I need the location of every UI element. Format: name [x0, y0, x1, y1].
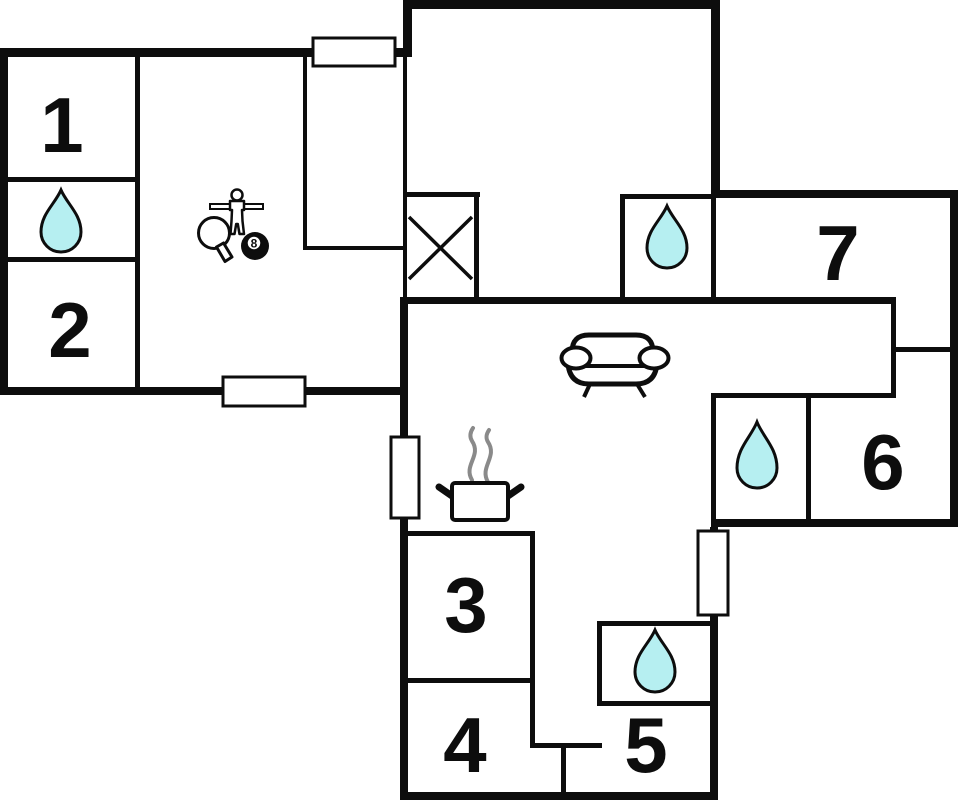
steam-icon	[483, 428, 493, 484]
room-1-label: 1	[40, 81, 83, 169]
alcove	[306, 57, 403, 247]
cooking-pot-icon	[435, 426, 525, 522]
cross-line	[407, 215, 474, 281]
wall-segment	[0, 48, 403, 57]
foosball-player-icon	[228, 199, 246, 236]
wall-segment	[561, 748, 566, 800]
foosball-player-head	[230, 188, 244, 202]
wall-segment	[711, 0, 720, 190]
wall-segment	[403, 0, 412, 57]
cross-box-icon	[407, 215, 474, 281]
steam-icon	[467, 426, 477, 482]
wall-segment	[711, 190, 958, 198]
eight-ball-circle	[246, 235, 262, 251]
sofa-back	[569, 332, 656, 369]
game-room	[141, 57, 403, 387]
wall-segment	[710, 527, 718, 800]
door-marker	[221, 375, 307, 408]
game-room-icons: 8	[197, 188, 269, 263]
wall-segment	[711, 397, 716, 523]
wall-segment	[400, 304, 408, 800]
wall-segment	[711, 393, 896, 398]
wall-segment	[403, 57, 407, 304]
wall-segment	[400, 297, 896, 304]
wall-segment	[303, 54, 307, 250]
wall-segment	[950, 190, 958, 527]
sofa-leg	[582, 383, 592, 398]
door-marker	[389, 435, 421, 520]
sofa-icon	[559, 332, 671, 399]
water-drop-icon	[633, 626, 677, 694]
water-drop-icon	[645, 202, 689, 270]
sofa-seat	[565, 363, 660, 387]
wall-segment	[4, 257, 135, 262]
pot-handle	[435, 483, 456, 500]
wall-segment	[0, 48, 8, 395]
openings	[221, 36, 730, 617]
pot-handle	[504, 483, 525, 500]
water-drop-icon	[39, 186, 83, 254]
water-drop-icon	[735, 417, 779, 490]
room-3-label: 3	[444, 561, 487, 649]
sofa-armrest	[637, 345, 671, 371]
wall-segment	[620, 194, 625, 302]
wall-segment	[403, 192, 480, 197]
wall-segment	[597, 621, 711, 626]
room-5-label: 5	[624, 701, 667, 789]
wall-segment	[0, 387, 408, 395]
sofa-leg	[635, 382, 647, 399]
eight-ball-number: 8	[251, 237, 258, 251]
wall-segment	[400, 792, 718, 800]
pot-body	[450, 481, 510, 522]
room-2-label: 2	[48, 286, 91, 374]
window-marker	[311, 36, 397, 68]
room-labels: 1 2 3 4 5 6 7	[40, 81, 904, 789]
water-drop-icons	[39, 186, 779, 694]
table-tennis-paddle-icon	[197, 216, 231, 250]
room-4-label: 4	[443, 701, 486, 789]
wall-segment	[806, 397, 811, 523]
table-tennis-paddle-handle	[215, 241, 234, 263]
door-marker	[696, 529, 730, 617]
wall-segment	[597, 701, 711, 706]
room-7-label: 7	[816, 209, 859, 297]
wall-segment	[530, 743, 602, 748]
wall-segment	[408, 678, 530, 683]
hallway	[534, 535, 597, 743]
wall-segment	[403, 0, 720, 9]
wall-segment	[4, 177, 135, 182]
eight-ball-icon: 8	[241, 232, 269, 260]
wall-segment	[891, 347, 958, 352]
wall-segment	[303, 246, 406, 250]
wall-segment	[530, 531, 535, 748]
wall-segment	[474, 192, 479, 302]
wall-segment	[711, 519, 958, 527]
wall-segment	[408, 531, 535, 536]
wall-segment	[620, 194, 716, 199]
wall-segment	[135, 52, 140, 391]
room-6-label: 6	[861, 418, 904, 506]
sofa-armrest	[559, 345, 593, 371]
wall-segment	[711, 190, 716, 304]
wall-segment	[597, 621, 602, 706]
